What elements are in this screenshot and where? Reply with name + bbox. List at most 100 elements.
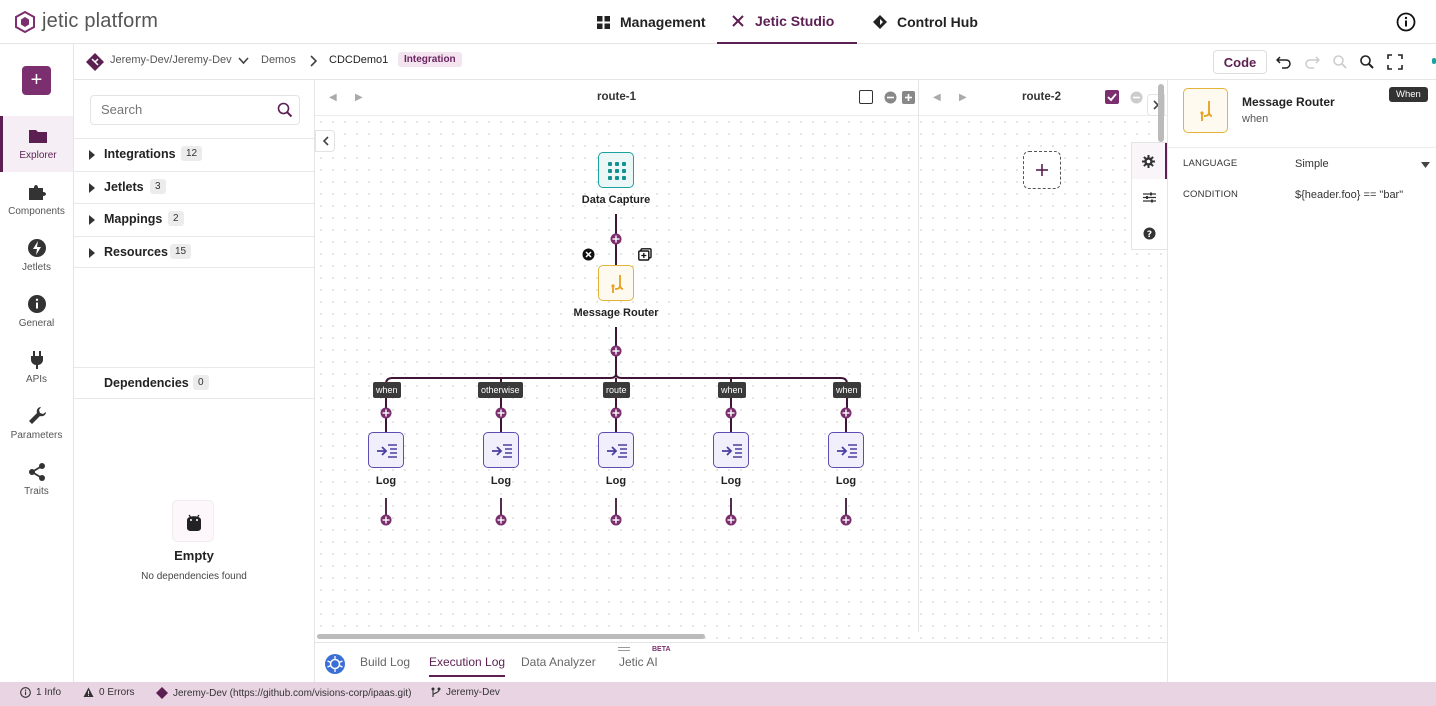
tree-item-mappings[interactable]: Mappings 2 [74, 203, 314, 235]
undo-icon[interactable] [1276, 54, 1292, 70]
count-badge: 3 [150, 179, 166, 194]
add-step-icon[interactable] [495, 407, 507, 419]
add-step-icon[interactable] [610, 407, 622, 419]
branch-tag-when[interactable]: when [833, 382, 861, 398]
redo-icon[interactable] [1304, 54, 1320, 70]
rail-item-apis[interactable]: APIs [0, 340, 73, 396]
tab-control-hub[interactable]: Control Hub [873, 0, 978, 44]
route-1-title: route-1 [597, 91, 636, 103]
search-input[interactable] [101, 102, 271, 117]
status-info[interactable]: 1 Info [20, 687, 61, 698]
tree-item-jetlets[interactable]: Jetlets 3 [74, 171, 314, 203]
scroll-left-icon[interactable]: ◀ [933, 92, 941, 103]
add-step-icon[interactable] [725, 514, 737, 526]
share-icon [28, 463, 45, 481]
search-icon[interactable] [277, 102, 293, 118]
minus-circle-icon[interactable] [884, 91, 897, 104]
chevron-down-icon[interactable] [238, 57, 249, 65]
node-data-capture[interactable] [598, 152, 634, 188]
node-message-router[interactable] [598, 265, 634, 301]
properties-panel: Message Router when When LANGUAGE Simple… [1167, 80, 1436, 682]
property-language[interactable]: LANGUAGE Simple [1168, 147, 1436, 179]
scroll-left-icon[interactable]: ◀ [329, 92, 337, 103]
git-icon [86, 53, 104, 71]
flow-canvas[interactable]: ◀ ▶ route-1 ◀ ▶ route-2 [315, 80, 1167, 642]
add-step-icon[interactable] [840, 407, 852, 419]
tree-item-resources[interactable]: Resources 15 [74, 236, 314, 268]
route-2-header: ◀ ▶ route-2 [919, 80, 1167, 116]
add-step-icon[interactable] [495, 514, 507, 526]
tab-jetic-ai[interactable]: Jetic AI [619, 655, 658, 669]
rail-item-components[interactable]: Components [0, 172, 73, 228]
side-tab-options[interactable] [1132, 179, 1167, 215]
node-log[interactable] [598, 432, 634, 468]
add-step-icon[interactable] [725, 407, 737, 419]
branch-tag-when[interactable]: when [373, 382, 401, 398]
search-icon[interactable] [1359, 54, 1375, 70]
tab-jetic-studio[interactable]: Jetic Studio [717, 0, 857, 44]
scroll-right-icon[interactable]: ▶ [355, 92, 363, 103]
horizontal-scrollbar[interactable] [317, 634, 705, 639]
vertical-scrollbar[interactable] [1158, 84, 1164, 142]
route-2-add-step[interactable] [1023, 151, 1061, 189]
collapse-panel-button[interactable] [315, 130, 335, 152]
add-step-icon[interactable] [610, 233, 622, 245]
add-button[interactable]: + [22, 66, 51, 95]
branch-tag-when[interactable]: when [718, 382, 746, 398]
side-tab-help[interactable]: ? [1132, 215, 1167, 251]
rail-item-jetlets[interactable]: Jetlets [0, 228, 73, 284]
tab-management[interactable]: Management [597, 0, 706, 44]
branch-tag-otherwise[interactable]: otherwise [478, 382, 523, 398]
language-select[interactable]: Simple [1295, 158, 1329, 170]
route-1-checkbox[interactable] [859, 90, 873, 104]
tab-data-analyzer[interactable]: Data Analyzer [521, 655, 596, 669]
branch-tag-route[interactable]: route [603, 382, 630, 398]
rail-item-parameters[interactable]: Parameters [0, 396, 73, 452]
tools-icon [732, 15, 744, 27]
add-step-icon[interactable] [610, 345, 622, 357]
breadcrumb-folder[interactable]: Demos [261, 54, 296, 66]
property-condition[interactable]: CONDITION ${header.foo} == "bar" [1168, 179, 1436, 211]
breadcrumb-item[interactable]: CDCDemo1 [329, 54, 389, 66]
beta-badge: BETA [652, 646, 671, 653]
condition-input[interactable]: ${header.foo} == "bar" [1295, 189, 1404, 201]
chevron-left-icon [322, 136, 329, 146]
node-log[interactable] [828, 432, 864, 468]
duplicate-node-icon[interactable] [638, 248, 652, 261]
code-button[interactable]: Code [1213, 50, 1267, 74]
delete-node-icon[interactable] [582, 248, 595, 261]
plus-square-icon[interactable] [902, 91, 915, 104]
tab-build-log[interactable]: Build Log [360, 655, 411, 669]
info-icon[interactable] [1396, 12, 1416, 32]
rail-item-general[interactable]: General [0, 284, 73, 340]
status-errors[interactable]: 0 Errors [83, 687, 135, 698]
route-2-checkbox-checked[interactable] [1105, 90, 1119, 104]
rail-item-traits[interactable]: Traits [0, 452, 73, 508]
rail-item-explorer[interactable]: Explorer [0, 116, 73, 172]
scroll-right-icon[interactable]: ▶ [959, 92, 967, 103]
add-step-icon[interactable] [380, 407, 392, 419]
add-step-icon[interactable] [840, 514, 852, 526]
tree-item-integrations[interactable]: Integrations 12 [74, 138, 314, 170]
node-log[interactable] [368, 432, 404, 468]
zoom-out-icon[interactable] [1332, 54, 1348, 70]
add-step-icon[interactable] [610, 514, 622, 526]
node-log[interactable] [483, 432, 519, 468]
dependencies-row[interactable]: Dependencies 0 [74, 367, 314, 399]
caret-down-icon[interactable] [1421, 162, 1430, 168]
status-repo[interactable]: Jeremy-Dev (https://github.com/visions-c… [156, 687, 411, 699]
left-rail: + Explorer Components Jetlets General AP… [0, 44, 74, 682]
status-branch[interactable]: Jeremy-Dev [431, 687, 500, 698]
drag-handle-icon[interactable] [618, 647, 630, 651]
minus-circle-icon[interactable] [1130, 91, 1143, 104]
property-key: LANGUAGE [1183, 158, 1238, 169]
fullscreen-icon[interactable] [1387, 54, 1403, 70]
breadcrumb-repo[interactable]: Jeremy-Dev/Jeremy-Dev [110, 54, 232, 66]
search-box[interactable] [90, 95, 300, 125]
add-step-icon[interactable] [380, 514, 392, 526]
brand-logo[interactable]: jetic platform [14, 10, 158, 33]
side-tab-settings[interactable] [1132, 143, 1167, 179]
node-log[interactable] [713, 432, 749, 468]
tab-execution-log[interactable]: Execution Log [429, 655, 506, 677]
